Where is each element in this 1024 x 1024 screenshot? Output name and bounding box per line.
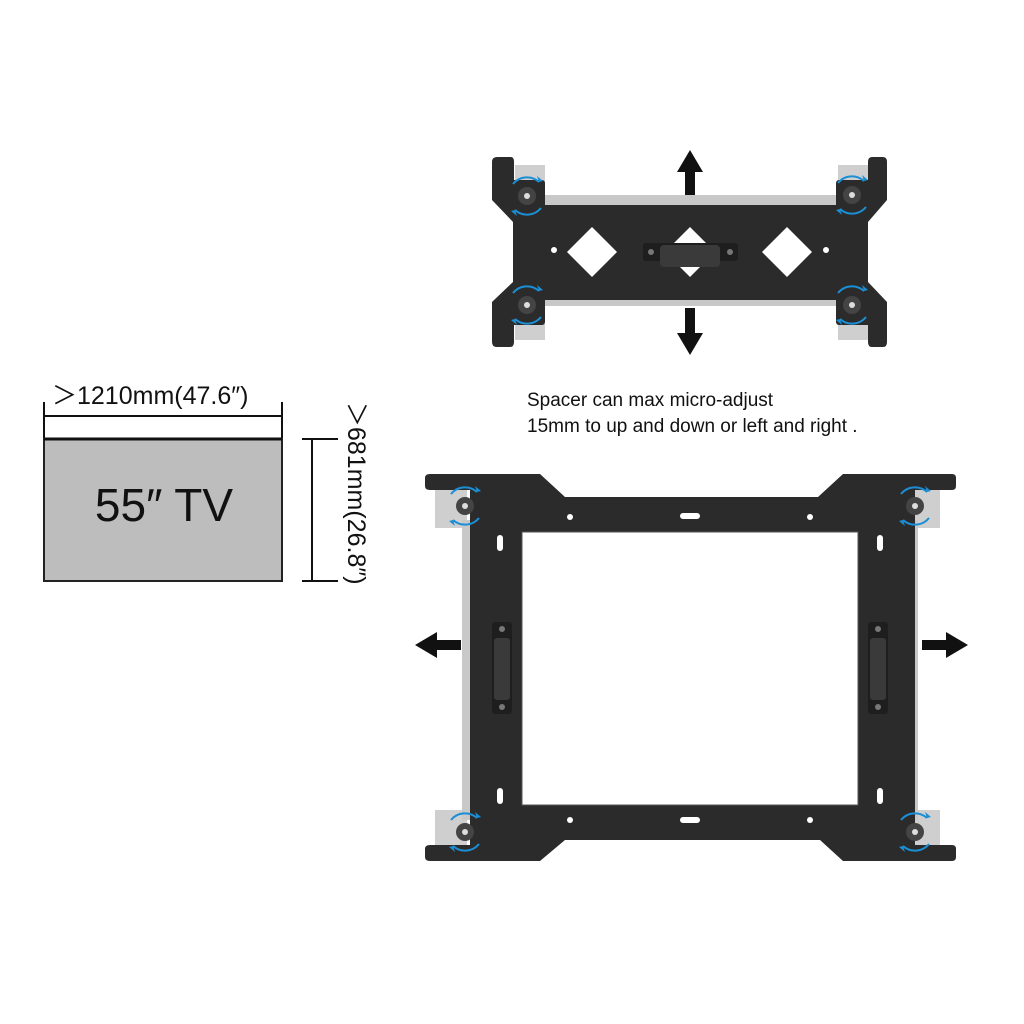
adjust-note-line1: Spacer can max micro-adjust [527,390,774,411]
adjust-note: Spacer can max micro-adjust 15mm to up a… [527,388,858,440]
tv-width-label: ＞1210mm(47.6″) [52,382,249,410]
wall-plate-bracket [425,474,956,861]
arrow-left-icon [415,632,461,658]
spacer-bracket [492,157,887,347]
tv-size-label: 55″ TV [94,479,234,531]
arrow-right-icon [922,632,968,658]
tv-height-label: ＞681mm(26.8″) [342,402,370,585]
arrow-down-icon [677,308,703,355]
tv-screen [43,438,283,582]
arrow-up-icon [677,150,703,195]
tv-diagram [43,402,338,582]
adjust-note-line2: 15mm to up and down or left and right . [527,416,858,437]
